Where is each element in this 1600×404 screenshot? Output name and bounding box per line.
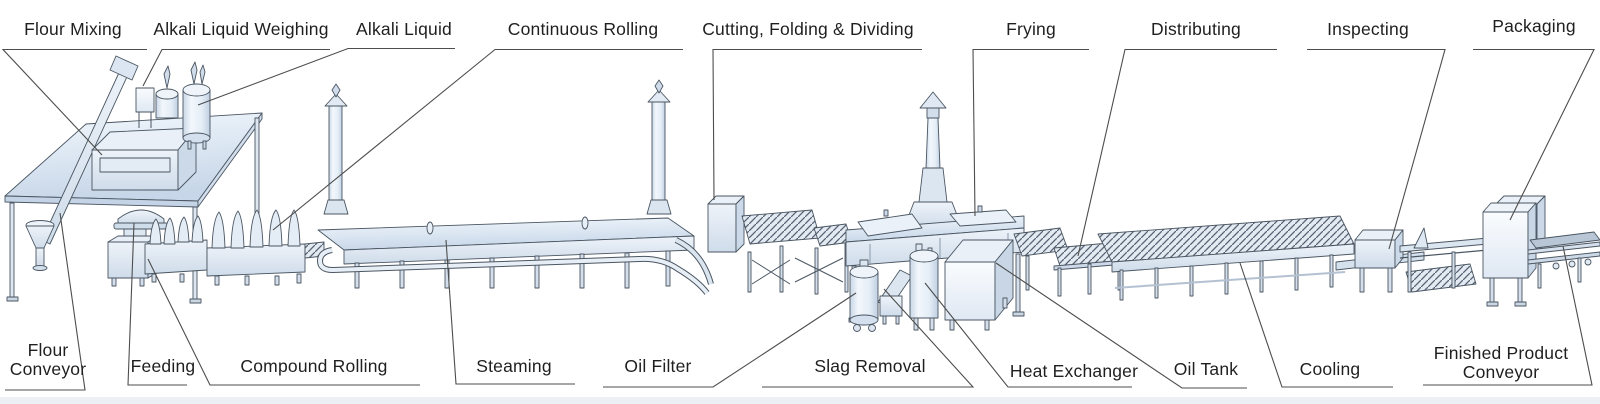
leader-cutting-folding-dividing bbox=[712, 48, 922, 201]
flour-conveyor-machine bbox=[25, 55, 139, 271]
leader-oil-tank bbox=[995, 262, 1247, 389]
leader-distributing bbox=[1077, 48, 1277, 257]
leader-steaming bbox=[445, 239, 575, 385]
inspect-to-packaging-conveyor bbox=[1399, 227, 1489, 293]
label-distributing: Distributing bbox=[1151, 19, 1241, 39]
leader-heat-exchanger bbox=[924, 282, 1132, 388]
label-continuous-rolling: Continuous Rolling bbox=[507, 19, 659, 39]
label-oil-filter: Oil Filter bbox=[624, 356, 692, 376]
label-alkali-liquid: Alkali Liquid bbox=[356, 19, 452, 39]
alkali-liquid-weighing-machine bbox=[135, 87, 155, 128]
ground-shadow-strip bbox=[0, 397, 1600, 404]
steaming-machine bbox=[317, 79, 714, 295]
flour-mixing-machine bbox=[91, 127, 197, 191]
packaging-machine bbox=[1482, 195, 1546, 307]
leader-slag-removal bbox=[762, 288, 975, 388]
leader-finished-product-conveyor bbox=[1423, 245, 1593, 386]
compound-rolling-machine bbox=[144, 209, 325, 286]
leader-flour-mixing bbox=[1, 48, 147, 156]
heat-exchanger-tank bbox=[909, 243, 939, 331]
leader-frying bbox=[972, 48, 1089, 217]
finished-product-conveyor-machine bbox=[1527, 231, 1600, 289]
label-finished-product-conveyor: Finished Product Conveyor bbox=[1433, 343, 1569, 382]
leader-feeding bbox=[127, 222, 187, 386]
cooling-conveyor bbox=[1097, 215, 1355, 301]
label-oil-tank: Oil Tank bbox=[1173, 359, 1239, 379]
oil-filter-tank bbox=[849, 259, 879, 332]
label-inspecting: Inspecting bbox=[1327, 19, 1409, 39]
leader-flour-conveyor bbox=[5, 212, 86, 391]
oil-tank bbox=[944, 239, 1014, 331]
label-compound-rolling: Compound Rolling bbox=[240, 356, 388, 376]
slag-removal-device bbox=[877, 269, 913, 325]
leader-cooling bbox=[1239, 262, 1393, 388]
leader-packaging bbox=[1473, 48, 1595, 221]
leader-lines bbox=[1, 47, 1595, 391]
leader-alkali-liquid-weighing bbox=[142, 48, 330, 87]
alkali-liquid-tanks bbox=[155, 61, 211, 150]
leader-continuous-rolling bbox=[272, 48, 683, 231]
label-flour-mixing: Flour Mixing bbox=[24, 19, 122, 39]
leader-alkali-liquid bbox=[197, 47, 455, 106]
label-steaming: Steaming bbox=[476, 356, 552, 376]
leader-compound-rolling bbox=[147, 258, 420, 386]
leader-inspecting bbox=[1307, 48, 1446, 250]
label-feeding: Feeding bbox=[130, 356, 196, 376]
label-cooling: Cooling bbox=[1299, 359, 1361, 379]
label-frying: Frying bbox=[1006, 19, 1056, 39]
label-flour-conveyor: Flour Conveyor bbox=[9, 340, 87, 379]
leader-oil-filter bbox=[603, 292, 857, 388]
label-cutting-folding-dividing: Cutting, Folding & Dividing bbox=[702, 19, 914, 39]
label-packaging: Packaging bbox=[1492, 16, 1576, 36]
cutting-folding-dividing-machine bbox=[707, 195, 853, 295]
label-alkali-liquid-weighing: Alkali Liquid Weighing bbox=[153, 19, 329, 39]
label-slag-removal: Slag Removal bbox=[814, 356, 926, 376]
label-heat-exchanger: Heat Exchanger bbox=[1009, 361, 1139, 381]
